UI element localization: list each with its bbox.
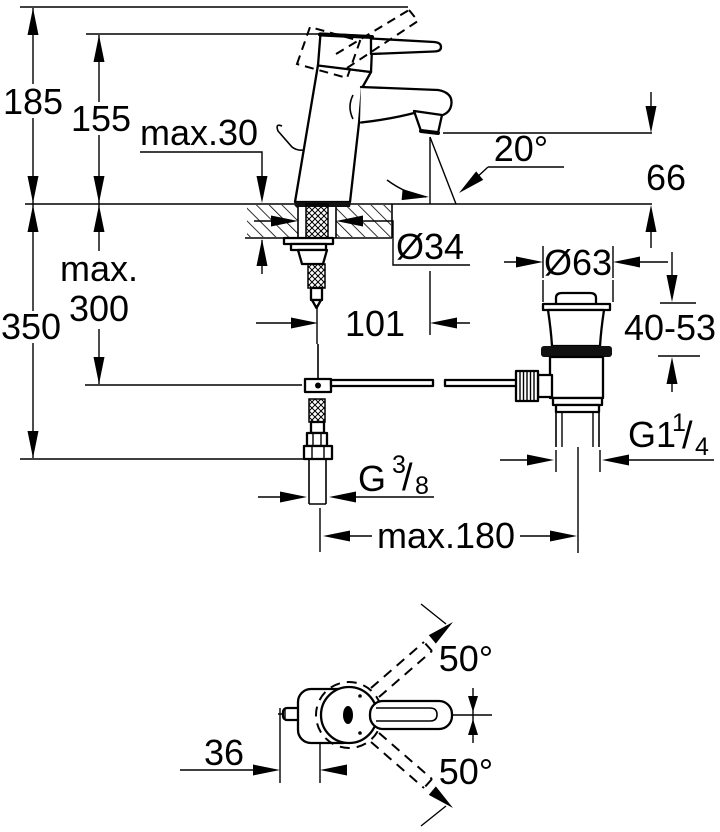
dim-outlet-height: 66 — [646, 157, 686, 198]
top-view-lever — [368, 699, 454, 731]
dim-hose-length: 350 — [1, 306, 61, 347]
linkage-rod-right — [443, 378, 522, 388]
popup-rod — [276, 124, 305, 151]
drain-thread-slash: / — [682, 415, 693, 457]
dim-handle-swing-upper: 50° — [439, 638, 493, 679]
drain-thread-numerator: 1 — [672, 409, 686, 437]
mounting-nut — [296, 248, 329, 266]
dimension-lines — [27, 8, 714, 827]
dimension-labels: 185 155 max.30 20° 66 max. 300 350 Ø34 Ø… — [1, 81, 716, 792]
drain-plug-cap — [554, 291, 598, 304]
dim-total-height: 185 — [3, 81, 63, 122]
drain-thread-prefix: G1 — [628, 414, 676, 455]
dim-spout-reach: 101 — [345, 303, 405, 344]
dim-hole-diameter: Ø34 — [396, 226, 464, 267]
aerator — [412, 109, 444, 135]
dim-supply-thread: G 3 / 8 — [358, 451, 429, 500]
top-view-lever-socket — [343, 706, 353, 724]
drain-pipe — [555, 412, 600, 447]
handle-base — [316, 32, 374, 74]
threaded-shank — [305, 203, 329, 239]
lever-swing-upper-dashed — [370, 641, 433, 698]
hose-tube — [308, 459, 327, 505]
drain-cone — [546, 308, 606, 348]
dim-rod-drop-max-value: 300 — [69, 288, 129, 329]
drain-gasket — [541, 346, 612, 357]
handle-lever-raised-dashed — [335, 9, 419, 69]
dim-spout-offset: 36 — [204, 732, 244, 773]
hose-nut — [302, 444, 334, 461]
handle-base-raised-dashed — [295, 25, 362, 80]
supply-hose-upper — [307, 263, 326, 289]
faucet-side-view — [276, 9, 457, 207]
label-backgrounds — [0, 84, 146, 343]
dim-spray-angle: 20° — [494, 128, 548, 169]
faucet-spout — [359, 85, 453, 118]
underdeck-assembly — [282, 203, 522, 505]
drain-valve — [514, 291, 612, 553]
supply-thread-denominator: 8 — [415, 472, 429, 500]
dim-rod-reach-max: max.180 — [377, 515, 515, 556]
dim-body-height: 155 — [71, 98, 131, 139]
supply-hose-lower — [308, 398, 326, 423]
supply-thread-numerator: 3 — [392, 451, 406, 479]
dim-drain-flange-diameter: Ø63 — [544, 242, 612, 283]
faucet-body — [293, 63, 373, 204]
drain-body — [548, 355, 605, 400]
dim-deck-thickness-max: max.30 — [140, 112, 258, 153]
linkage-rod-left — [329, 378, 435, 388]
faucet-top-view — [278, 641, 492, 789]
dim-rod-drop-max-prefix: max. — [60, 248, 138, 289]
supply-thread-slash: / — [402, 457, 413, 499]
dim-handle-swing-lower: 50° — [439, 751, 493, 792]
handle-lever — [369, 37, 443, 56]
dim-clamping-range: 40-53 — [624, 307, 716, 348]
supply-thread-prefix: G — [358, 458, 386, 499]
lever-swing-lower-dashed — [370, 732, 433, 789]
dim-drain-thread: G1 1 / 4 — [628, 409, 709, 461]
drain-thread-denominator: 4 — [695, 433, 709, 461]
